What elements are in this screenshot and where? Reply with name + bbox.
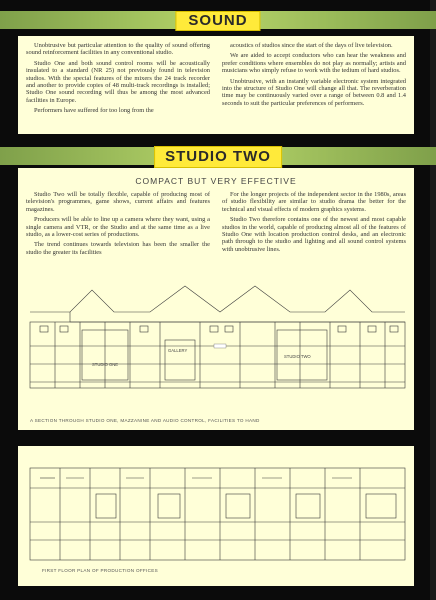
sound-column-right: acoustics of studios since the start of …	[222, 42, 406, 118]
sound-paragraph: acoustics of studios since the start of …	[230, 42, 393, 49]
studio-two-paragraph: Studio Two therefore contains one of the…	[222, 216, 406, 253]
studio-two-panel: COMPACT BUT VERY EFFECTIVE Studio Two wi…	[18, 168, 414, 430]
page-edge	[430, 0, 436, 600]
studio-two-paragraph: Studio Two will be totally flexible, cap…	[26, 191, 210, 213]
sound-column-left: Unobtrusive but particular attention to …	[26, 42, 210, 118]
sound-text-panel: Unobtrusive but particular attention to …	[18, 36, 414, 134]
studio-two-column-left: Studio Two will be totally flexible, cap…	[26, 191, 210, 259]
sound-paragraph: Unobtrusive but particular attention to …	[26, 42, 210, 57]
sound-paragraph: We are aided to accept conductors who ca…	[222, 52, 406, 75]
sound-paragraph: Performers have suffered for too long fr…	[34, 107, 154, 115]
ground-plan-caption: A SECTION THROUGH STUDIO ONE, MAZZANINE …	[30, 418, 260, 423]
studio-two-column-right: For the longer projects of the independe…	[222, 191, 406, 259]
studio-two-paragraph: Producers will be able to line up a came…	[26, 216, 210, 239]
studio-two-paragraph: For the longer projects of the independe…	[222, 191, 406, 213]
sound-paragraph: Unobtrusive, with an instantly variable …	[222, 77, 406, 107]
first-floor-caption: FIRST FLOOR PLAN OF PRODUCTION OFFICES	[42, 568, 158, 573]
studio-two-subtitle: COMPACT BUT VERY EFFECTIVE	[135, 176, 297, 186]
sound-title: SOUND	[175, 11, 261, 31]
sound-paragraph: Studio One and both sound control rooms …	[26, 59, 210, 104]
studio-two-title: STUDIO TWO	[154, 146, 282, 168]
studio-two-paragraph: The trend continues towards television h…	[26, 241, 210, 256]
first-floor-panel	[18, 446, 414, 586]
